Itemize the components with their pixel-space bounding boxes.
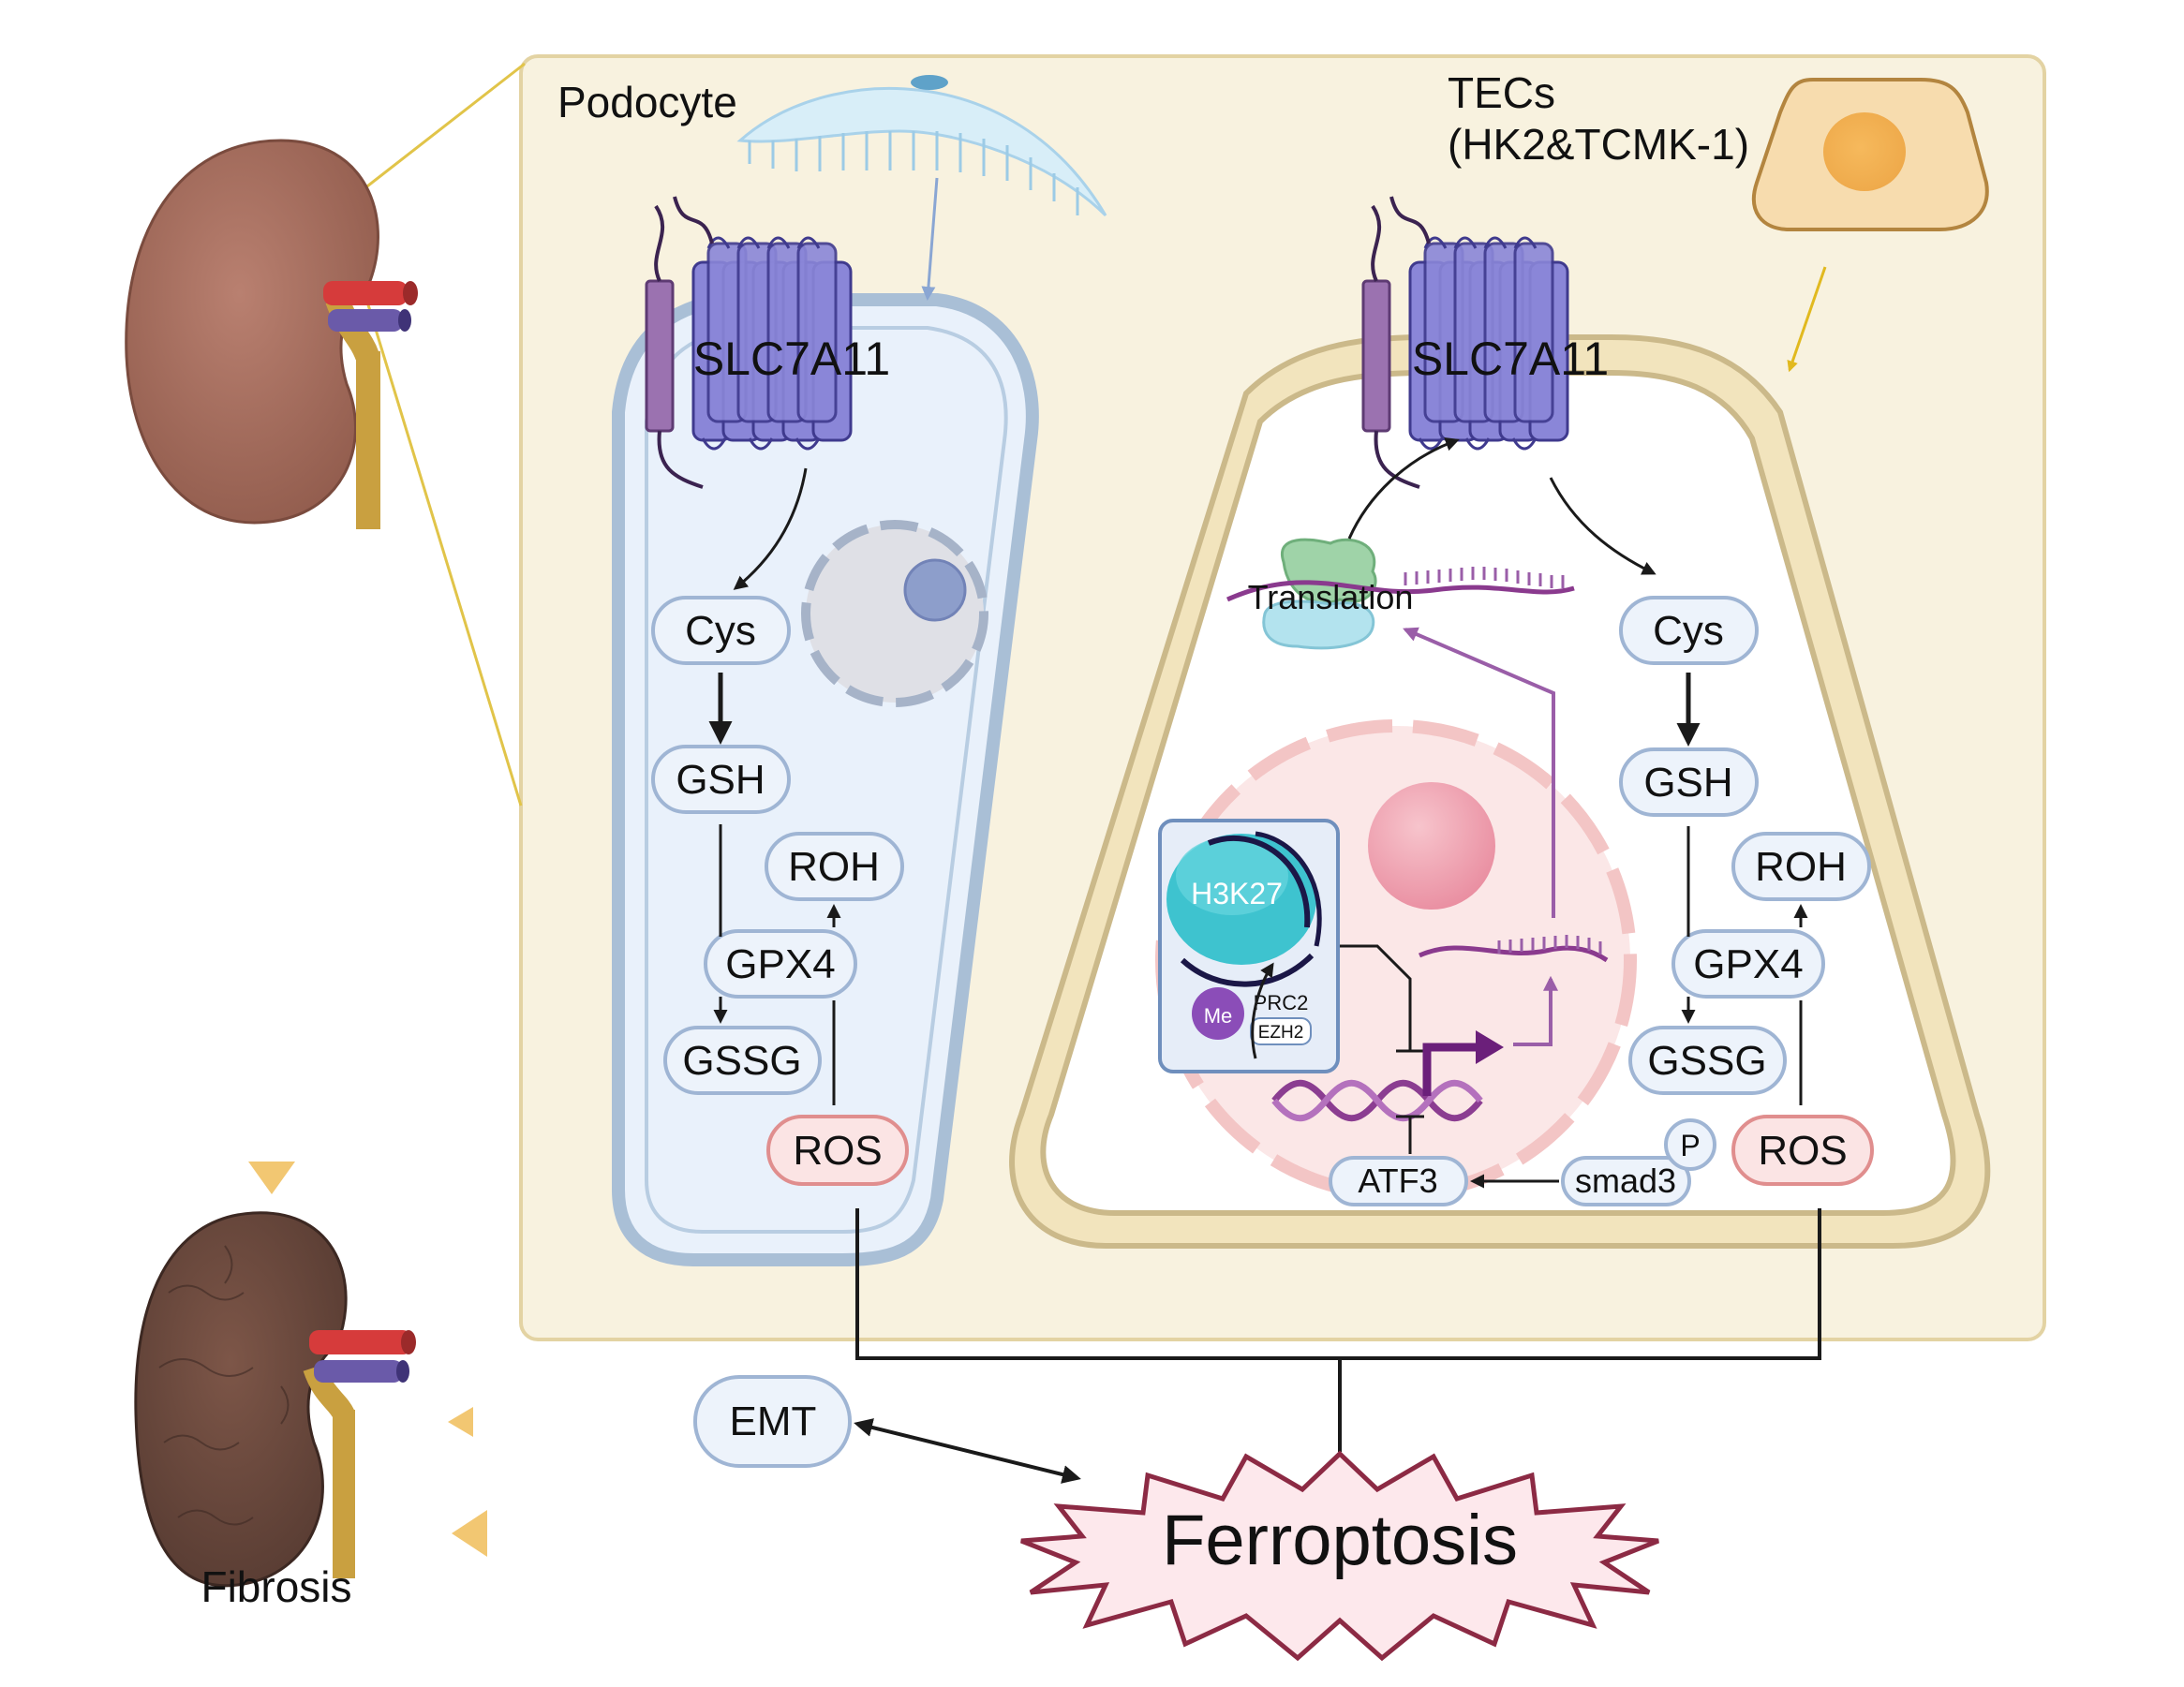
arrow-slc-to-cys-right (1549, 477, 1657, 575)
cys-pill-left (651, 596, 791, 665)
gssg-pill-left (663, 1026, 822, 1095)
emt-text: EMT (730, 1398, 817, 1444)
tecs-label-line2: (HK2&TCMK-1) (1448, 120, 1749, 169)
gsh-pill-right (1619, 747, 1759, 817)
gpx4-text-right: GPX4 (1693, 941, 1803, 987)
cys-pill-right (1619, 596, 1759, 665)
tec-pointer-arrow (1787, 266, 1827, 373)
ezh2-box (1250, 1017, 1312, 1045)
ros-text-left: ROS (793, 1128, 882, 1174)
tecs-label-line1: TECs (1448, 68, 1555, 117)
roh-pill-left (765, 832, 904, 901)
phospho-icon (1664, 1118, 1716, 1171)
gsh-text-left: GSH (676, 757, 765, 803)
podocyte-icon (736, 75, 1107, 217)
tec-icon (1751, 78, 1989, 231)
atf3-text: ATF3 (1358, 1162, 1437, 1200)
gssg-text-left: GSSG (682, 1038, 801, 1084)
slc7a11-label-left: SLC7A11 (693, 333, 890, 385)
slc7a11-label-right: SLC7A11 (1412, 333, 1609, 385)
podocyte-nucleus (801, 520, 988, 707)
ribosome-icon (1262, 538, 1377, 650)
fibrotic-kidney-icon (134, 1211, 416, 1588)
right-pathway: Cys GSH ROH GPX4 GSSG ROS (1619, 596, 1874, 1186)
ros-pill-right (1731, 1115, 1874, 1186)
emt-pill (693, 1375, 852, 1468)
gpx4-pill-right (1671, 929, 1825, 999)
arrow-emt-ferroptosis (854, 1418, 1081, 1484)
dna-helix (1271, 1079, 1483, 1122)
gsh-text-right: GSH (1643, 760, 1732, 806)
podocyte-nucleolus (903, 558, 967, 622)
gpx4-pill-left (704, 929, 857, 999)
ros-pill-left (766, 1115, 909, 1186)
mrna-strand-top (1226, 580, 1575, 602)
h3k27-label: H3K27 (1191, 877, 1283, 910)
roh-text-right: ROH (1755, 844, 1847, 890)
histone-icon (1166, 831, 1322, 987)
transcription-start-arrow (1422, 1043, 1480, 1096)
kidney-icon (125, 139, 418, 529)
smad3-pill (1561, 1156, 1691, 1206)
cys-text-left: Cys (685, 608, 756, 654)
ezh2-label: EZH2 (1258, 1023, 1304, 1043)
podocyte-pointer-arrow (921, 177, 939, 301)
translation-label: Translation (1248, 578, 1414, 616)
me-icon (1192, 987, 1244, 1040)
atf3-pill (1329, 1156, 1468, 1206)
ferroptosis-burst (1020, 1450, 1659, 1662)
cys-text-right: Cys (1653, 608, 1724, 654)
inhibition-h3k27 (1340, 944, 1412, 1051)
roh-text-left: ROH (788, 844, 880, 890)
ferroptosis-label: Ferroptosis (1162, 1501, 1518, 1580)
arrow-prc2-to-histone (1251, 962, 1274, 1059)
smad3-text: smad3 (1575, 1162, 1676, 1200)
roh-pill-right (1731, 832, 1871, 901)
purple-arrow-transcription (1513, 975, 1558, 1046)
gsh-pill-left (651, 745, 791, 814)
arrow-slc-to-cys-left (733, 467, 808, 590)
progression-arrowhead (248, 1162, 295, 1194)
fibrosis-label: Fibrosis (201, 1562, 351, 1611)
ros-text-right: ROS (1758, 1128, 1847, 1174)
left-pathway: Cys GSH ROH GPX4 GSSG ROS (651, 596, 909, 1186)
arrow-translation-to-slc (1347, 437, 1460, 540)
prc2-label: PRC2 (1254, 991, 1309, 1014)
me-label: Me (1204, 1004, 1233, 1028)
purple-arrow-export (1403, 627, 1555, 918)
gssg-text-right: GSSG (1647, 1038, 1766, 1084)
gssg-pill-right (1628, 1026, 1787, 1095)
phospho-label: P (1680, 1129, 1700, 1162)
mrna-strand-nucleus (1418, 945, 1609, 963)
gpx4-text-left: GPX4 (725, 941, 835, 987)
podocyte-label: Podocyte (557, 78, 737, 126)
mrna-teeth-top (1404, 567, 1565, 588)
tec-nucleolus (1368, 782, 1495, 910)
mrna-teeth-nucleus (1497, 935, 1602, 954)
